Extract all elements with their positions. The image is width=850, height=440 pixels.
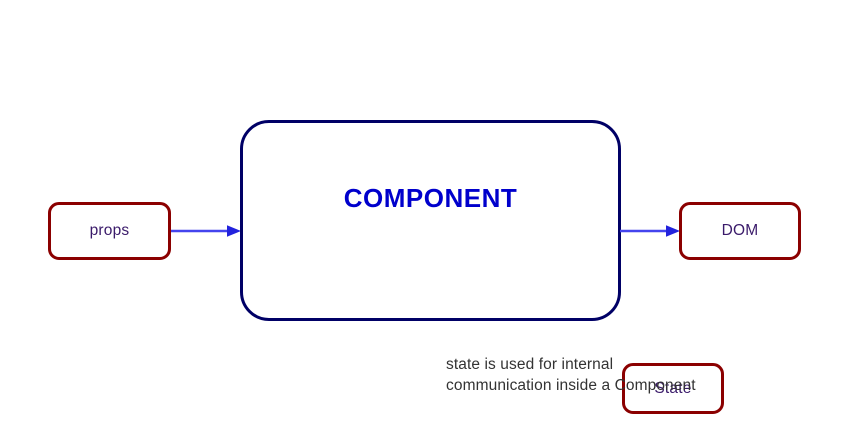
- node-props-label: props: [89, 222, 130, 240]
- node-component[interactable]: COMPONENT State: [240, 120, 724, 414]
- arrow-props-to-component: [171, 223, 241, 239]
- arrow-right-icon: [171, 225, 241, 237]
- node-props[interactable]: props: [48, 202, 171, 260]
- diagram-caption: state is used for internal communication…: [446, 356, 696, 394]
- node-state[interactable]: State: [622, 363, 724, 414]
- component-title: COMPONENT: [343, 183, 518, 213]
- arrow-component-to-dom: [620, 223, 680, 239]
- node-state-label: State: [654, 379, 692, 397]
- arrow-right-icon: [620, 225, 680, 237]
- node-dom-label: DOM: [721, 222, 759, 240]
- node-dom[interactable]: DOM: [679, 202, 801, 260]
